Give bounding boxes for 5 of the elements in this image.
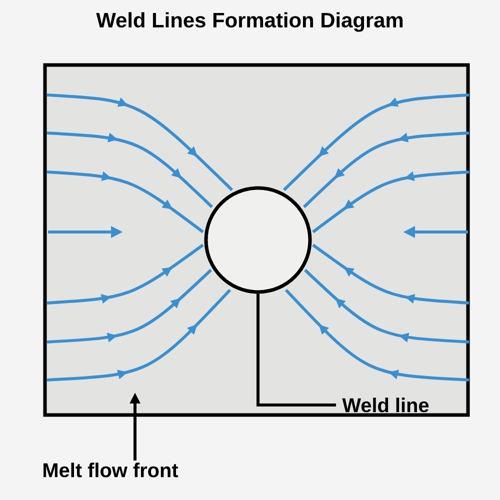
insert-circle [204,186,312,294]
title: Weld Lines Formation Diagram [96,12,403,32]
label-text: Weld line [342,398,429,412]
leader-line [256,294,336,406]
label-text: Melt flow front [44,462,178,478]
